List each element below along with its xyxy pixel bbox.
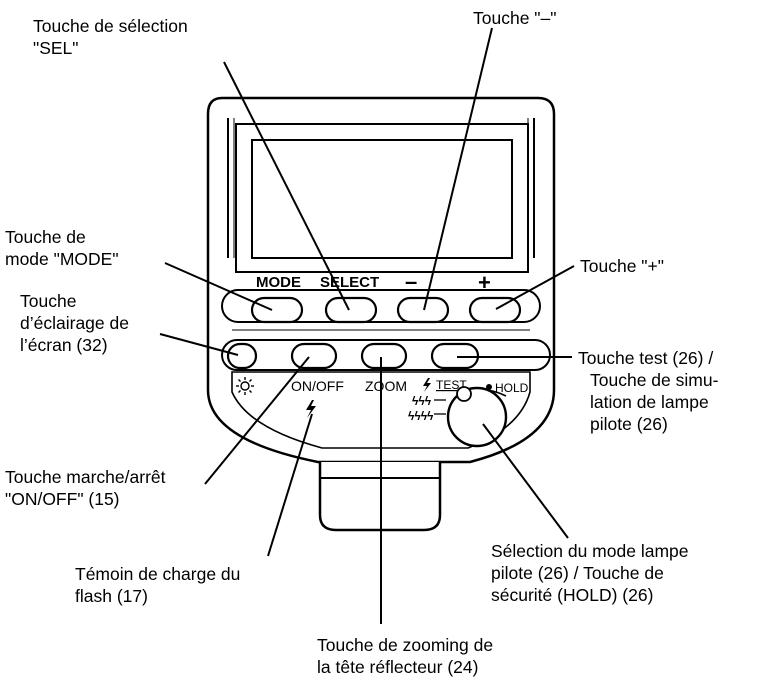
minus-button[interactable] <box>396 296 450 324</box>
callout-test: Touche test (26) / Touche de simu- latio… <box>578 348 723 434</box>
svg-text:ϟϟϟ: ϟϟϟ <box>412 394 432 408</box>
callout-sel: Touche de sélection "SEL" <box>33 16 193 58</box>
pilot-lamp-dial[interactable] <box>446 386 508 448</box>
leader-pilot <box>482 423 569 539</box>
label-hold: HOLD <box>495 381 529 395</box>
leader-plus <box>495 265 575 310</box>
lcd-screen <box>251 139 513 259</box>
callout-labels: Touche de sélection "SEL" Touche "–" Tou… <box>5 8 723 677</box>
leader-mode <box>164 262 273 311</box>
mode-button[interactable] <box>250 296 304 324</box>
callout-mode: Touche de mode "MODE" <box>5 227 119 269</box>
hold-indicator-dot <box>486 384 492 390</box>
callout-onoff: Touche marche/arrêt "ON/OFF" (15) <box>5 467 170 509</box>
leader-lines <box>159 27 575 624</box>
callout-minus: Touche "–" <box>473 8 556 28</box>
callout-pilot: Sélection du mode lampe pilote (26) / To… <box>491 541 693 605</box>
backlight-button[interactable] <box>226 342 258 370</box>
callout-plus: Touche "+" <box>580 256 664 276</box>
flash-bolt-icon <box>423 378 431 392</box>
callout-charge: Témoin de charge du flash (17) <box>75 564 245 606</box>
select-button[interactable] <box>324 296 378 324</box>
label-minus: – <box>405 269 417 294</box>
lower-panel-border <box>231 371 531 449</box>
callout-zoom: Touche de zooming de la tête réflecteur … <box>317 635 498 677</box>
label-zoom: ZOOM <box>365 378 407 394</box>
leader-sel <box>223 61 350 311</box>
leader-minus <box>423 27 493 311</box>
label-onoff: ON/OFF <box>291 378 344 394</box>
sun-icon <box>236 377 254 395</box>
label-plus: + <box>478 270 491 295</box>
callout-light: Touche d’éclairage de l’écran (32) <box>20 291 134 355</box>
label-mode: MODE <box>256 274 301 291</box>
plus-button[interactable] <box>468 296 522 324</box>
dial-pointer <box>456 386 472 402</box>
mode-symbols-icon: ϟϟϟ ϟϟϟϟ <box>408 394 446 423</box>
leader-onoff <box>204 356 310 485</box>
svg-text:ϟϟϟϟ: ϟϟϟϟ <box>408 409 434 423</box>
leader-charge <box>267 413 313 557</box>
onoff-button[interactable] <box>290 342 338 370</box>
leader-light <box>159 333 239 356</box>
label-select: SELECT <box>320 274 379 291</box>
zoom-button[interactable] <box>360 342 408 370</box>
flash-unit: MODE SELECT – + ON/OFF ZOOM <box>206 96 556 532</box>
charge-indicator-icon <box>306 400 316 418</box>
